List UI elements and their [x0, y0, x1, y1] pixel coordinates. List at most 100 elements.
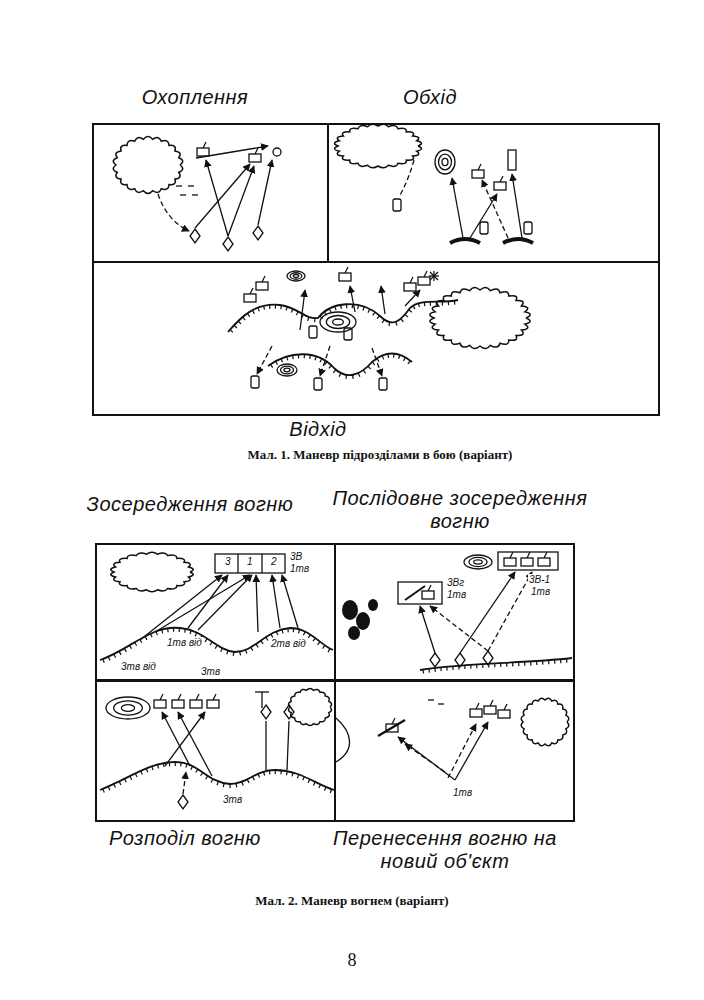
enemy-symbol-mast: [196, 694, 199, 700]
enemy-symbol: [256, 282, 268, 290]
hill-contour: [326, 316, 349, 329]
front-tick: [430, 302, 431, 306]
front-tick: [195, 633, 197, 637]
front-tick: [363, 307, 364, 311]
enemy-symbol-mast: [213, 694, 216, 700]
front-tick: [372, 362, 375, 365]
front-tick: [308, 635, 310, 638]
tank-diamond: [455, 653, 465, 667]
front-tick: [393, 354, 395, 358]
front-tick: [352, 304, 354, 308]
unit-symbol: [480, 222, 488, 234]
front-tick: [320, 359, 322, 363]
front-tick: [358, 373, 360, 377]
manoeuvre-route: [158, 194, 189, 231]
front-tick: [103, 789, 105, 793]
enemy-symbol: [339, 273, 351, 281]
front-tick: [135, 642, 137, 645]
front-tick: [482, 664, 483, 668]
tank-diamond: [284, 705, 294, 719]
front-tick: [340, 305, 342, 309]
tank-diamond: [178, 795, 188, 809]
hill-contour: [281, 366, 294, 374]
star-mark: [430, 272, 438, 280]
front-tick: [161, 630, 163, 634]
front-tick: [405, 314, 408, 317]
fire-arrow: [272, 575, 280, 628]
front-tick: [163, 763, 165, 767]
enemy-symbol-mast: [250, 288, 253, 294]
enemy-symbol-mast: [510, 552, 513, 558]
front-tick: [330, 789, 331, 793]
front-tick: [303, 632, 305, 636]
tree-blot: [368, 599, 378, 611]
enemy-symbol-mast: [392, 718, 395, 724]
unit-symbol: [393, 199, 401, 211]
enemy-symbol-mast: [178, 694, 181, 700]
front-tick: [401, 319, 404, 322]
enemy-symbol: [386, 724, 398, 732]
front-tick: [253, 777, 255, 781]
front-tick: [452, 666, 454, 670]
panel-heading: Відхід: [243, 418, 393, 441]
front-tick: [275, 770, 276, 774]
enemy-symbol: [484, 706, 496, 714]
hill-contour: [435, 150, 455, 174]
fire-arrow: [398, 737, 455, 780]
front-tick: [261, 641, 263, 644]
front-tick: [247, 779, 249, 783]
front-tick: [217, 781, 218, 785]
front-tick: [196, 769, 198, 772]
callout-label: 3: [224, 556, 232, 567]
front-tick: [314, 318, 315, 322]
hill-contour: [287, 271, 305, 281]
line: [265, 721, 266, 770]
front-tick: [377, 316, 380, 319]
enemy-symbol-mast: [490, 700, 493, 706]
fire-arrow: [282, 575, 298, 628]
front-tick: [363, 370, 365, 373]
front-tick: [108, 786, 110, 790]
front-tick: [396, 322, 397, 326]
forest-outline: [111, 552, 193, 591]
front-tick: [399, 355, 400, 359]
front-tick: [258, 308, 259, 312]
panel-heading: Перенесення вогню на новий об'єкт: [325, 827, 565, 873]
front-tick: [108, 657, 110, 661]
target-box: [398, 582, 442, 604]
front-tick: [464, 665, 465, 669]
callout-label: 1тв: [452, 787, 473, 798]
front-tick: [245, 650, 247, 654]
front-tick: [329, 309, 331, 313]
front-tick: [293, 628, 295, 632]
enemy-symbol: [207, 700, 219, 708]
enemy-symbol: [244, 294, 256, 302]
front-line: [100, 628, 333, 660]
dashed-fire-arrow: [372, 348, 382, 376]
front-tick: [345, 375, 347, 379]
dashed-fire-arrow: [430, 606, 488, 651]
front-tick: [243, 317, 246, 320]
front-tick: [368, 366, 371, 369]
front-tick: [233, 652, 235, 656]
front-tick: [448, 301, 449, 305]
forest-outline: [521, 698, 569, 746]
front-tick: [291, 309, 293, 313]
star-mark: [430, 272, 438, 280]
front-tick: [329, 365, 332, 368]
enemy-symbol: [508, 150, 516, 170]
front-tick: [308, 317, 309, 321]
enemy-dash: [188, 185, 194, 186]
tree-blot: [356, 612, 370, 630]
enemy-symbol-mast: [476, 703, 479, 709]
front-tick: [201, 772, 203, 775]
front-tick: [368, 309, 370, 313]
fire-arrow: [512, 174, 522, 238]
front-tick: [264, 772, 265, 776]
fire-arrow: [455, 722, 488, 780]
callout-label: 1тв від: [166, 637, 203, 648]
enemy-symbol: [197, 148, 209, 156]
unit-symbol: [379, 378, 387, 390]
callout-label: 3тв: [222, 794, 243, 805]
enemy-symbol-mast: [345, 267, 348, 273]
